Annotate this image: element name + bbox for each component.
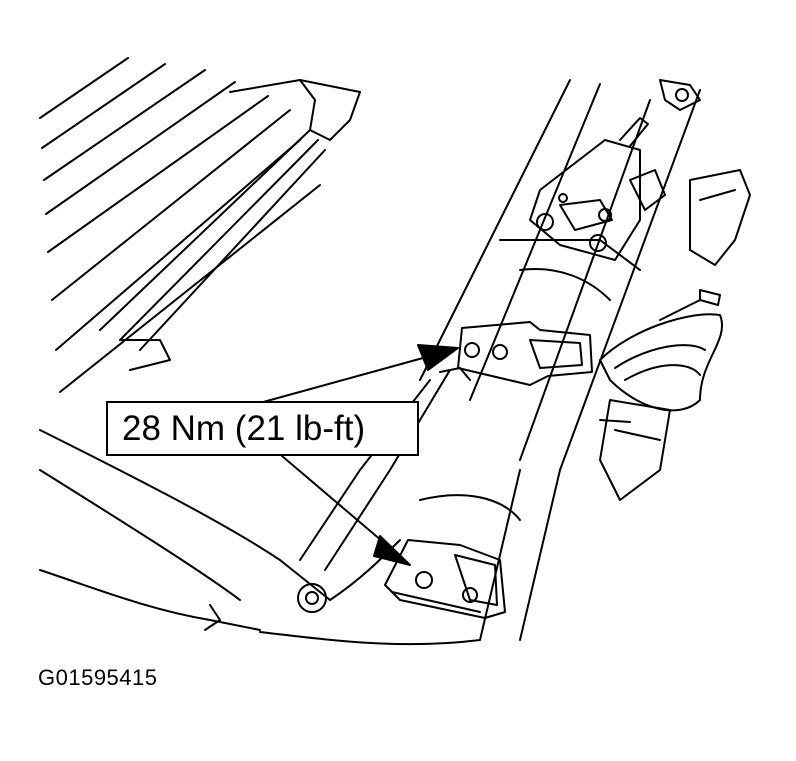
floor-panel-outline [39,369,481,646]
floor-trim-lines [39,57,361,393]
seat-belt-buckle-icon [599,289,723,501]
latch-bracket-icon [529,79,751,266]
torque-callout-box: 28 Nm (21 lb-ft) [106,401,419,456]
arrow-icon [373,535,411,566]
arrow-icon [417,344,459,371]
lower-anchor-bracket [384,539,506,619]
figure-id-label: G01595415 [38,665,158,690]
callout-arrows [255,344,459,566]
upper-anchor-bracket [439,321,593,386]
torque-value-label: 28 Nm (21 lb-ft) [122,409,366,448]
seat-rail-lines [419,79,701,641]
